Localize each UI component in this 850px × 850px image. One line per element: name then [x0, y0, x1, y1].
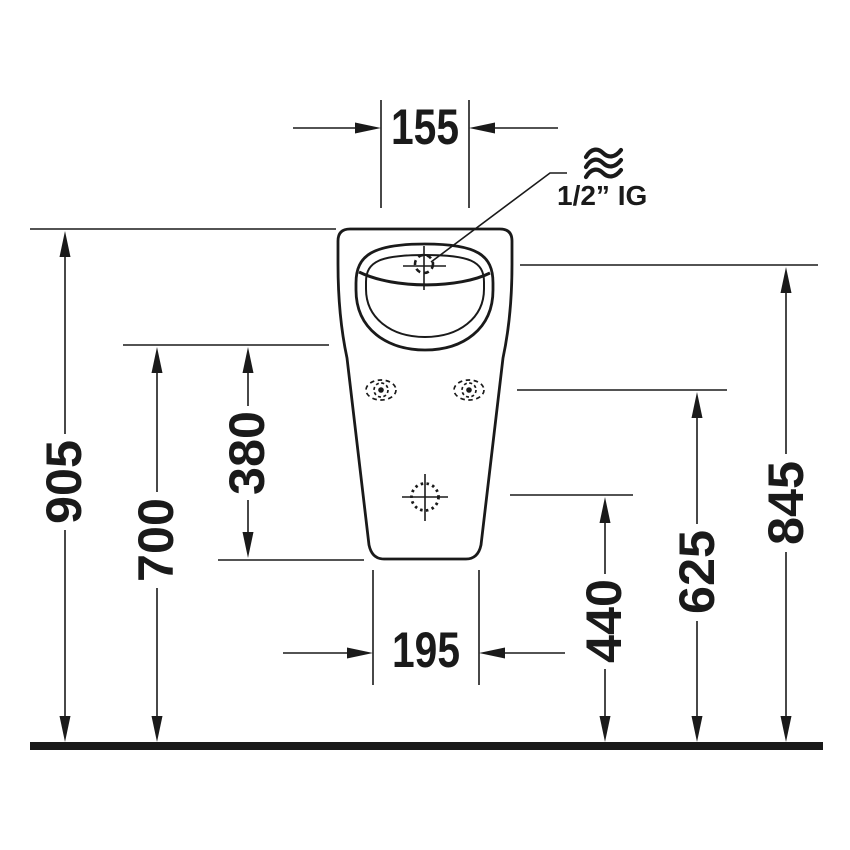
- water-supply-waves-icon: [583, 147, 624, 180]
- arrowhead-down: [780, 716, 792, 742]
- arrowhead-left: [479, 647, 505, 659]
- dim-value-440: 440: [576, 579, 632, 663]
- dim-value-380: 380: [219, 411, 275, 495]
- dim-value-845: 845: [758, 461, 814, 545]
- dim-value-905: 905: [36, 440, 92, 524]
- arrowhead-down: [151, 716, 163, 742]
- outlet-fitting: [402, 474, 448, 521]
- wave-2: [583, 157, 624, 170]
- mounting-hole-right: [453, 379, 485, 401]
- arrowhead-up: [59, 231, 71, 257]
- arrowhead-down: [242, 532, 254, 558]
- inlet-callout: 1/2” IG: [430, 147, 647, 263]
- dim-value-625: 625: [669, 530, 725, 614]
- basin: [354, 242, 495, 352]
- dim-overall-height: 905: [30, 228, 336, 742]
- outlet-hole-dotted: [410, 482, 440, 512]
- dim-bottom-width: 195: [283, 570, 565, 685]
- dim-value-700: 700: [128, 498, 184, 582]
- inlet-fitting: [403, 246, 446, 290]
- arrowhead-up: [691, 392, 703, 418]
- mount-right-center-dot: [466, 387, 472, 393]
- arrowhead-down: [691, 716, 703, 742]
- urinal-figure: [336, 227, 514, 561]
- dim-fixing-height: 625: [517, 389, 727, 742]
- dim-value-195: 195: [392, 622, 460, 678]
- dim-value-155: 155: [391, 99, 459, 155]
- mounting-hole-left: [365, 379, 397, 401]
- arrowhead-up: [151, 347, 163, 373]
- arrowhead-right: [347, 647, 373, 659]
- urinal-body-outline: [336, 227, 514, 561]
- inlet-size-label: 1/2” IG: [557, 180, 647, 211]
- arrowhead-up: [599, 497, 611, 523]
- arrowhead-up: [780, 267, 792, 293]
- basin-outer-rim: [354, 242, 495, 352]
- dim-rim-to-bottom: 380: [218, 347, 364, 561]
- dim-outlet-height: 440: [510, 494, 633, 742]
- inlet-hole-dashed: [413, 253, 435, 275]
- basin-water-edge: [358, 270, 491, 287]
- floor-line: [30, 742, 823, 750]
- dim-inlet-height: 845: [520, 264, 818, 742]
- inlet-leader-line: [430, 172, 567, 263]
- wave-1: [583, 147, 624, 160]
- mount-left-outer-dashes: [365, 379, 397, 401]
- arrowhead-right: [355, 122, 381, 134]
- arrowhead-down: [59, 716, 71, 742]
- arrowhead-left: [469, 122, 495, 134]
- dim-rim-height: 700: [123, 344, 329, 742]
- arrowhead-up: [242, 347, 254, 373]
- mount-right-outer-dashes: [453, 379, 485, 401]
- arrowhead-down: [599, 716, 611, 742]
- wave-3: [583, 167, 624, 180]
- basin-inner-bowl: [365, 253, 485, 339]
- mount-left-center-dot: [378, 387, 384, 393]
- mount-left-inner-dashes: [373, 382, 389, 398]
- dim-top-width: 155: [293, 99, 558, 208]
- mount-right-inner-dashes: [461, 382, 477, 398]
